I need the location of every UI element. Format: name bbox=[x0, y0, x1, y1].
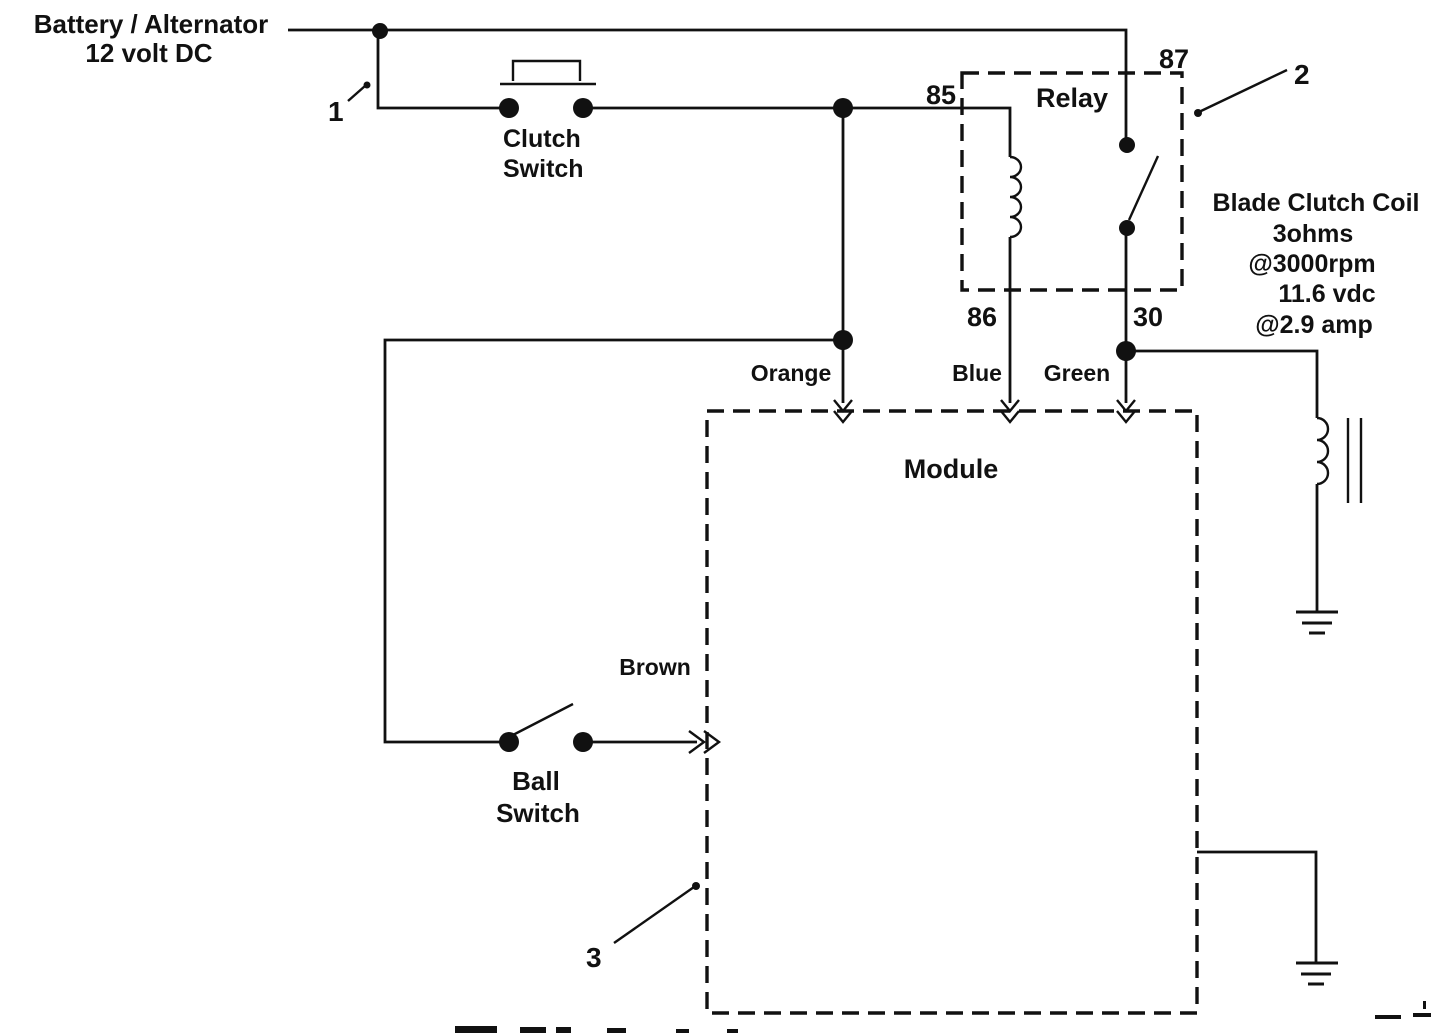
battery-label-line2: 12 volt DC bbox=[85, 38, 212, 68]
relay-switch-arm bbox=[1127, 155, 1160, 221]
coil-spec-line1: Blade Clutch Coil bbox=[1213, 189, 1420, 217]
coil-spec-line3: @3000rpm bbox=[1248, 250, 1375, 278]
clutch-switch-contact-left bbox=[499, 98, 519, 118]
relay-pin30-label: 30 bbox=[1133, 302, 1163, 332]
relay-box bbox=[960, 71, 1184, 292]
brown-wire-label: Brown bbox=[619, 654, 691, 680]
coil-spec-line2: 3ohms bbox=[1273, 220, 1354, 248]
clutch-branch-wire bbox=[376, 31, 500, 110]
callout-2-leader bbox=[1194, 68, 1288, 117]
coil-spec-line5: @2.9 amp bbox=[1255, 311, 1372, 339]
ball-switch-label-line1: Ball bbox=[512, 766, 560, 796]
callout-1-label: 1 bbox=[328, 96, 344, 127]
module-ground-symbol bbox=[1296, 961, 1338, 986]
brown-arrowhead bbox=[688, 730, 722, 754]
battery-label-line1: Battery / Alternator bbox=[34, 9, 269, 39]
blade-clutch-coil-symbol bbox=[1316, 416, 1330, 486]
callout-3-label: 3 bbox=[586, 942, 602, 973]
relay-pin86-label: 86 bbox=[967, 302, 997, 332]
cut-off-text-artifact bbox=[455, 1001, 1431, 1033]
green-wire-label: Green bbox=[1044, 360, 1110, 386]
blue-wire-label: Blue bbox=[952, 360, 1002, 386]
green-junction-dot bbox=[1116, 341, 1136, 361]
ball-switch-label-line2: Switch bbox=[496, 798, 580, 828]
ball-switch-arm bbox=[510, 702, 574, 738]
callout-2-label: 2 bbox=[1294, 59, 1310, 90]
coil-spec-line4: 11.6 vdc bbox=[1278, 280, 1375, 308]
blade-clutch-coil-spec: Blade Clutch Coil 3ohms @3000rpm 11.6 vd… bbox=[1213, 189, 1420, 339]
blue-arrowhead bbox=[1000, 399, 1020, 424]
module-ground-wire bbox=[1197, 850, 1318, 963]
ball-switch-branch-wire bbox=[383, 338, 843, 744]
clutch-switch-label-line1: Clutch bbox=[503, 125, 581, 153]
callout-3-leader bbox=[613, 882, 700, 944]
orange-wire-label: Orange bbox=[751, 360, 832, 386]
module-box bbox=[705, 409, 1199, 1015]
green-arrowhead bbox=[1116, 399, 1136, 424]
relay-contact-30 bbox=[1119, 220, 1135, 236]
callout-1-leader bbox=[347, 81, 371, 102]
module-title: Module bbox=[904, 454, 999, 484]
relay-coil-feed-wire bbox=[592, 106, 1012, 157]
relay-title: Relay bbox=[1036, 83, 1108, 113]
relay-pin85-label: 85 bbox=[926, 80, 956, 110]
relay-contact-87 bbox=[1119, 137, 1135, 153]
coil-ground-symbol bbox=[1296, 610, 1338, 635]
ball-switch-contact-right bbox=[573, 732, 593, 752]
orange-branch-junction-dot bbox=[833, 330, 853, 350]
clutch-switch-contact-right bbox=[573, 98, 593, 118]
clutch-switch-label-line2: Switch bbox=[503, 155, 584, 183]
battery-feed-wire bbox=[288, 28, 1128, 146]
relay-coil-symbol bbox=[1009, 155, 1023, 239]
relay-pin87-label: 87 bbox=[1159, 44, 1189, 74]
coil-feed-wire bbox=[1126, 349, 1319, 418]
battery-junction-dot bbox=[372, 23, 388, 39]
ball-switch-contact-left bbox=[499, 732, 519, 752]
orange-top-junction-dot bbox=[833, 98, 853, 118]
clutch-switch-cap bbox=[511, 59, 582, 81]
orange-arrowhead bbox=[833, 399, 853, 424]
